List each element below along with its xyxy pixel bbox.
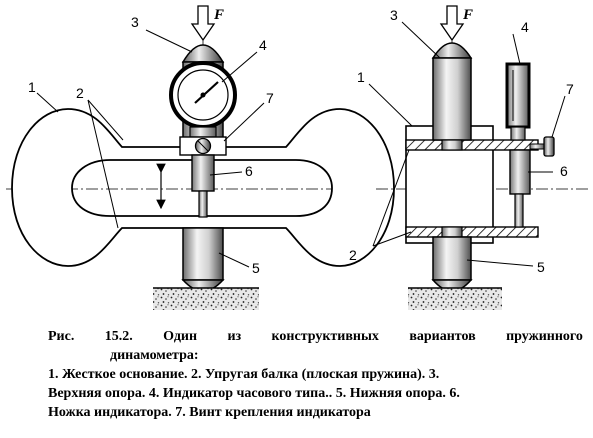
caption-title-word: 15.2. — [104, 329, 133, 344]
caption-title-word: конструктивных — [271, 329, 379, 344]
dynamometer-diagram: F 1 2 3 4 7 6 5 — [6, 5, 590, 310]
caption-title-word: Один — [163, 329, 198, 344]
left-label-5: 5 — [252, 260, 260, 276]
dial-needle — [194, 81, 219, 104]
right-indicator-tip — [514, 193, 524, 228]
caption-legend-line: Ножка индикатора. 7. Винт крепления инди… — [48, 405, 371, 420]
caption-title-word: Рис. — [48, 329, 75, 344]
left-rigid-base — [153, 288, 259, 310]
right-label-6: 6 — [560, 163, 568, 179]
elastic-beam-ring — [11, 108, 395, 267]
left-label-1: 1 — [28, 79, 36, 95]
left-label-7: 7 — [266, 90, 274, 106]
upper-spring-plate — [405, 139, 539, 151]
left-label-6: 6 — [245, 163, 253, 179]
right-clamp-screw-head — [543, 136, 555, 157]
right-clamp-screw-shaft — [529, 143, 545, 150]
left-label-4: 4 — [259, 37, 267, 53]
caption-title-continuation: динамометра: — [110, 348, 199, 363]
right-dial-indicator — [505, 62, 531, 129]
dial-needle-hub — [200, 92, 206, 98]
right-rigid-base — [408, 288, 502, 310]
right-label-2: 2 — [349, 247, 357, 263]
left-label-3: 3 — [131, 14, 139, 30]
right-indicator-stem — [510, 126, 526, 141]
left-leader-lines — [36, 29, 265, 268]
right-label-5: 5 — [537, 259, 545, 275]
indicator-leg-tip — [198, 190, 208, 218]
upper-support-dome — [181, 44, 225, 63]
right-label-7: 7 — [566, 81, 574, 97]
right-lower-support-body — [432, 236, 472, 281]
dial-indicator-stem — [189, 126, 217, 138]
right-label-1: 1 — [357, 69, 365, 85]
caption-title-row: Рис. 15.2. Один из конструктивных вариан… — [48, 327, 583, 346]
right-upper-support-dome — [431, 42, 473, 59]
indicator-leg-body — [191, 154, 215, 192]
figure-caption: Рис. 15.2. Один из конструктивных вариан… — [48, 327, 583, 422]
caption-legend-line: 1. Жесткое основание. 2. Упругая балка (… — [48, 367, 440, 382]
caption-title-word: вариантов — [409, 329, 476, 344]
right-view: F 3 1 4 7 6 2 5 — [349, 5, 590, 310]
right-upper-support-body — [432, 57, 472, 141]
left-view: F 1 2 3 4 7 6 5 — [6, 5, 395, 310]
caption-title-word: из — [227, 329, 242, 344]
right-force-label: F — [462, 7, 473, 23]
right-indicator-leg — [509, 149, 531, 195]
left-force-arrow — [190, 5, 216, 42]
right-lower-support-neck — [441, 226, 463, 238]
lower-support-body — [182, 227, 224, 281]
caption-title-word: пружинного — [506, 329, 583, 344]
right-leader-lines — [368, 21, 566, 267]
right-upper-support-neck — [441, 139, 463, 151]
left-label-2: 2 — [76, 85, 84, 101]
right-label-4: 4 — [521, 19, 529, 35]
right-force-arrow — [439, 5, 465, 42]
caption-legend-line: Верхняя опора. 4. Индикатор часового тип… — [48, 386, 460, 401]
left-force-label: F — [213, 7, 224, 23]
lower-spring-plate — [405, 226, 539, 238]
right-label-3: 3 — [390, 7, 398, 23]
